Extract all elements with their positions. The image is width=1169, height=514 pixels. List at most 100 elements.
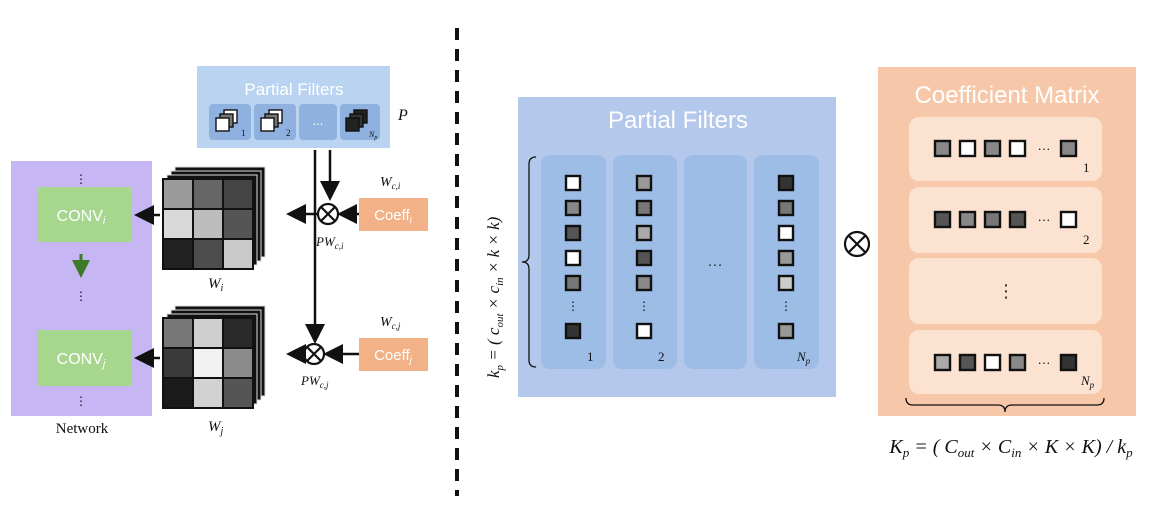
pw-ci-label: PWc,i [315, 234, 344, 251]
pf-square [564, 199, 582, 217]
vdots-top: ⋮ [75, 172, 87, 186]
pf-column-vdots: ⋮ [567, 299, 579, 313]
pf-square [635, 249, 653, 267]
Kp-formula: Kp = ( Cout × Cin × K × K) / kp [888, 436, 1133, 460]
pf-square [635, 274, 653, 292]
small-filter-square [260, 117, 275, 132]
coeff-square [933, 210, 952, 229]
pf-square [635, 174, 653, 192]
wj-label: Wj [208, 419, 224, 437]
pf-square [635, 322, 653, 340]
filter-sub-2: 2 [286, 128, 291, 138]
coeff-row-dots: ··· [1038, 212, 1051, 227]
pf-square [564, 249, 582, 267]
pf-square [635, 199, 653, 217]
coeff-square [958, 139, 977, 158]
coeff-square [983, 353, 1002, 372]
vdots-mid: ⋮ [75, 289, 87, 303]
w-cj-label: Wc,j [380, 315, 401, 331]
pf-square [777, 174, 795, 192]
kernel-cell [162, 208, 194, 240]
conv-i-label: CONVi [57, 208, 106, 227]
pf-square [564, 224, 582, 242]
coeff-square [958, 353, 977, 372]
small-filter-square [215, 117, 230, 132]
kernel-cell [162, 317, 194, 349]
pw-cj-label: PWc,j [300, 373, 329, 390]
coeff-square [983, 210, 1002, 229]
pf-column-vdots: ⋮ [638, 299, 650, 313]
kernel-cell [222, 208, 254, 240]
right-partial-filters-title: Partial Filters [608, 107, 748, 134]
p-label: P [397, 107, 408, 124]
coeff-square [1008, 210, 1027, 229]
pf-square [564, 274, 582, 292]
kp-brace [521, 156, 537, 368]
filter-sub-np: Np [368, 130, 377, 141]
conv-j-label: CONVj [57, 351, 106, 370]
small-filter-square [345, 117, 360, 132]
kernel-cell [222, 317, 254, 349]
wi-label: Wi [208, 276, 224, 294]
coeff-j-label: Coeffj [374, 347, 413, 366]
kernel-cell [192, 238, 224, 270]
pf-square [777, 224, 795, 242]
pf-column-vdots: ⋮ [780, 299, 792, 313]
kernel-cell [162, 238, 194, 270]
network-label: Network [56, 421, 109, 437]
coeff-square [983, 139, 1002, 158]
multiply-node-j [302, 342, 326, 366]
coeff-square [1059, 353, 1078, 372]
coeff-row-label-2: 2 [1083, 232, 1090, 247]
Kp-brace [905, 397, 1105, 413]
coeff-square [958, 210, 977, 229]
pf-col-label-2: 2 [658, 349, 665, 364]
coeff-row-vdots: ⋮ [997, 281, 1015, 301]
filter-cell-ellipsis [299, 104, 337, 140]
pf-column-ellipsis [684, 155, 747, 369]
coeff-i-box [359, 198, 428, 231]
coeff-row-ellipsis [909, 258, 1102, 324]
coefficient-matrix-title: Coefficient Matrix [915, 82, 1100, 109]
kp-vertical-formula: kp = ( cout × cin × k × k) [484, 216, 506, 378]
coeff-row-label-1: 1 [1083, 160, 1090, 175]
kernel-wj [162, 305, 266, 409]
coeff-square [1059, 139, 1078, 158]
kernel-wi [162, 166, 266, 270]
small-filter-stacks [215, 109, 368, 132]
kernel-cell [222, 178, 254, 210]
pf-square [777, 322, 795, 340]
vdots-bottom: ⋮ [75, 394, 87, 408]
pf-middle-ellipsis: … [707, 253, 723, 270]
filter-sub-1: 1 [241, 128, 246, 138]
coeff-row-np [909, 330, 1102, 394]
kernel-cell [162, 377, 194, 409]
multiply-node-i [316, 202, 340, 226]
filter-cell-ellipsis-text: ... [313, 113, 324, 128]
kernel-cell [222, 347, 254, 379]
coeff-square [1008, 139, 1027, 158]
kernel-cell [222, 377, 254, 409]
pf-col-label-1: 1 [587, 349, 594, 364]
kernel-cell [162, 178, 194, 210]
multiply-symbol-right [843, 230, 871, 258]
pf-square [564, 322, 582, 340]
kernel-cell [192, 317, 224, 349]
coeff-square [933, 139, 952, 158]
coeff-row-2 [909, 187, 1102, 253]
kernel-cell [192, 347, 224, 379]
conv-j-box [37, 330, 131, 386]
pf-square [777, 249, 795, 267]
kernel-cell [162, 347, 194, 379]
kernel-cell [192, 208, 224, 240]
coeff-i-label: Coeffi [374, 207, 413, 226]
coeff-j-box [359, 338, 428, 371]
coeff-row-dots: ··· [1038, 355, 1051, 370]
coeff-row-dots: ··· [1038, 141, 1051, 156]
coeff-row-squares: ··· ··· ··· [933, 139, 1078, 372]
w-ci-label: Wc,i [380, 175, 401, 191]
pf-square [564, 174, 582, 192]
kernel-cell [192, 178, 224, 210]
coeff-square [1059, 210, 1078, 229]
